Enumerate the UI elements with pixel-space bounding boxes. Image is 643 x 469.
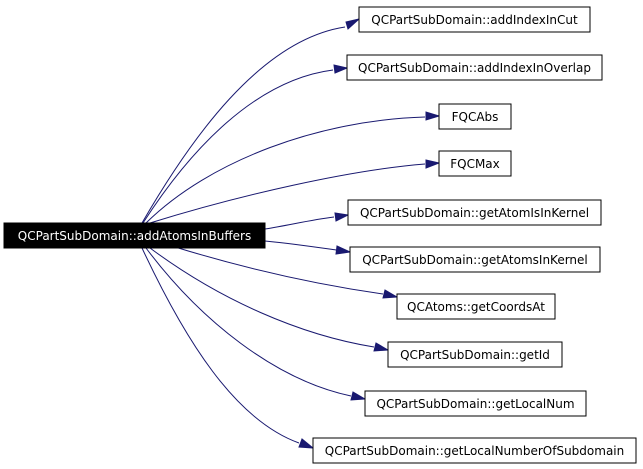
call-edges — [141, 18, 441, 449]
node-label: QCPartSubDomain::addIndexInOverlap — [358, 61, 591, 75]
node-getLocalNum[interactable]: QCPartSubDomain::getLocalNum — [364, 390, 587, 417]
node-label: QCPartSubDomain::getId — [400, 348, 550, 362]
root-node-label: QCPartSubDomain::addAtomsInBuffers — [18, 229, 251, 243]
node-addIndexInOverlap[interactable]: QCPartSubDomain::addIndexInOverlap — [346, 54, 603, 81]
node-label: QCAtoms::getCoordsAt — [407, 300, 545, 314]
edge-to-FQCAbs — [145, 116, 426, 224]
node-FQCMax[interactable]: FQCMax — [438, 150, 512, 177]
node-getAtomsInKernel[interactable]: QCPartSubDomain::getAtomsInKernel — [349, 246, 601, 273]
arrowhead-icon — [350, 391, 367, 401]
node-label: QCPartSubDomain::getLocalNum — [376, 397, 574, 411]
arrowhead-icon — [382, 289, 399, 299]
edge-to-addIndexInOverlap — [142, 69, 334, 224]
node-label: FQCMax — [450, 157, 500, 171]
arrowhead-icon — [345, 18, 361, 30]
arrowhead-icon — [373, 342, 390, 352]
node-label: FQCAbs — [452, 110, 499, 124]
node-label: QCPartSubDomain::getAtomsInKernel — [362, 253, 588, 267]
arrowhead-icon — [425, 111, 441, 121]
edge-to-getLocalNumberOfSubdomain — [141, 247, 300, 444]
node-getCoordsAt[interactable]: QCAtoms::getCoordsAt — [396, 293, 556, 320]
node-label: QCPartSubDomain::addIndexInCut — [371, 13, 578, 27]
edge-to-getLocalNum — [145, 247, 352, 397]
edge-to-addIndexInCut — [141, 26, 346, 224]
callee-nodes: QCPartSubDomain::addIndexInCut QCPartSub… — [312, 6, 637, 464]
node-getId[interactable]: QCPartSubDomain::getId — [387, 341, 563, 368]
node-getAtomIsInKernel[interactable]: QCPartSubDomain::getAtomIsInKernel — [347, 199, 602, 226]
arrowhead-icon — [334, 212, 350, 222]
node-FQCAbs[interactable]: FQCAbs — [438, 103, 512, 130]
edge-to-getCoordsAt — [174, 246, 384, 295]
arrowhead-icon — [425, 159, 441, 169]
node-label: QCPartSubDomain::getAtomIsInKernel — [360, 206, 589, 220]
arrowhead-icon — [298, 438, 315, 449]
edge-to-getAtomsInKernel — [264, 240, 337, 251]
root-node[interactable]: QCPartSubDomain::addAtomsInBuffers — [3, 222, 266, 249]
edge-to-getId — [149, 247, 375, 348]
edge-to-getAtomIsInKernel — [264, 216, 335, 230]
node-label: QCPartSubDomain::getLocalNumberOfSubdoma… — [325, 444, 624, 458]
node-getLocalNumberOfSubdomain[interactable]: QCPartSubDomain::getLocalNumberOfSubdoma… — [312, 437, 637, 464]
node-addIndexInCut[interactable]: QCPartSubDomain::addIndexInCut — [358, 6, 591, 33]
arrowhead-icon — [333, 64, 349, 74]
edge-to-FQCMax — [149, 163, 426, 224]
arrowhead-icon — [335, 245, 352, 255]
